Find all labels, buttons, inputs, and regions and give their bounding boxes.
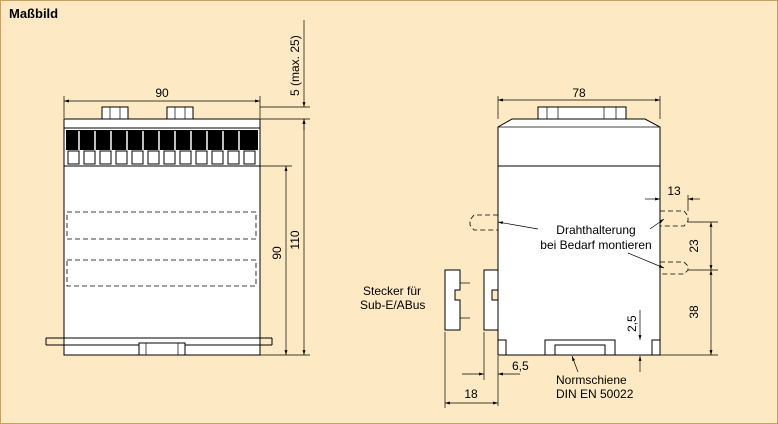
front-height-outer-label: 110 <box>288 230 302 249</box>
side-6-5-label: 6,5 <box>512 359 529 373</box>
plug-label-line2: Sub-E/ABus <box>360 298 425 312</box>
front-rail-clip <box>138 342 186 356</box>
wire-holder-leader-right-top <box>649 218 665 230</box>
side-width-label: 78 <box>572 86 586 100</box>
side-view: 78 13 23 38 2,5 6,5 18 Drahthalterung be… <box>360 86 718 408</box>
side-13-label: 13 <box>667 184 681 198</box>
wire-holder-leader-left <box>497 221 539 230</box>
side-rail-left <box>498 339 507 355</box>
rail-label-line2: DIN EN 50022 <box>556 387 634 401</box>
rail-label-line1: Normschiene <box>556 373 627 387</box>
wire-holder-label-line1: Drahthalterung <box>556 223 635 237</box>
bus-plug <box>444 269 461 331</box>
wire-holder-left <box>469 214 498 231</box>
rail-leader <box>571 355 579 373</box>
front-height-inner-label: 90 <box>270 246 284 260</box>
front-top-strip <box>63 118 261 129</box>
side-left-bus-socket <box>483 269 499 331</box>
front-top-connector-right <box>166 106 194 120</box>
front-terminals <box>66 130 258 165</box>
plug-label-line1: Stecker für <box>363 284 421 298</box>
wire-holder-label-line2: bei Bedarf montieren <box>540 238 651 252</box>
front-housing <box>63 165 261 356</box>
wire-holder-leader-right-bottom <box>627 252 665 269</box>
wire-holder-right-top <box>660 210 689 227</box>
front-top-label: 5 (max. 25) <box>288 35 302 96</box>
side-18-label: 18 <box>464 387 478 401</box>
side-38-label: 38 <box>687 305 701 319</box>
front-width-label: 90 <box>155 86 169 100</box>
front-card-slot-2 <box>66 259 257 287</box>
front-view: 90 5 (max. 25) 110 90 <box>45 20 310 356</box>
wire-holder-right-bottom <box>660 261 689 275</box>
side-2-5-label: 2,5 <box>625 315 639 332</box>
front-top-connector-left <box>101 106 129 120</box>
drawing-title: Maßbild <box>9 6 59 21</box>
front-card-slot-1 <box>66 211 257 240</box>
side-23-label: 23 <box>687 239 701 253</box>
